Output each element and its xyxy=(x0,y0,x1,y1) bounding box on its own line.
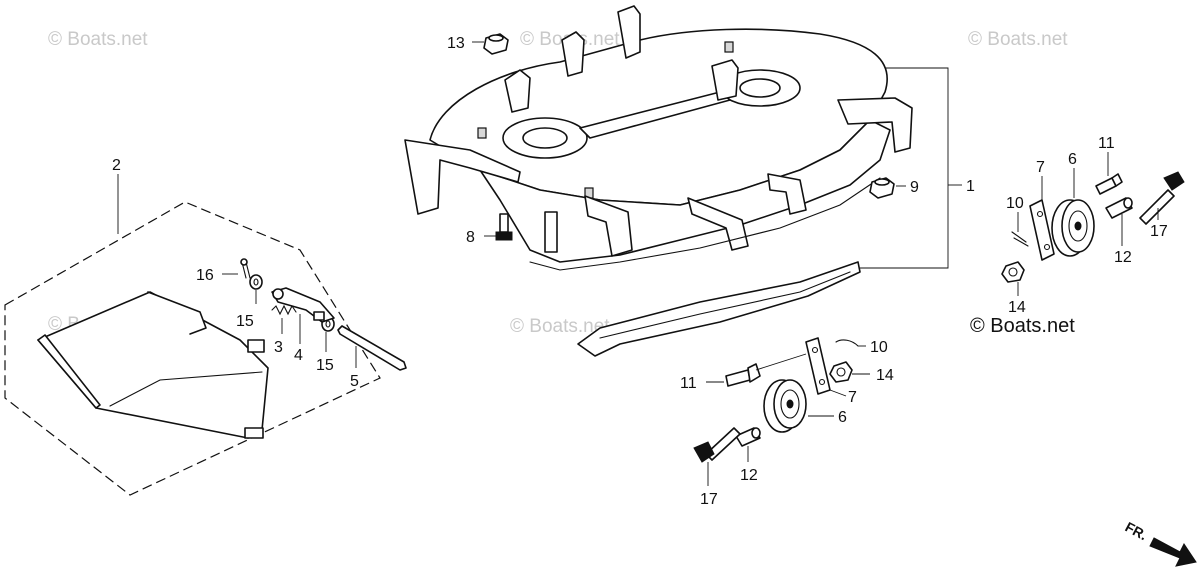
shoulder-bolt-11a xyxy=(1095,173,1123,195)
deck-right-rear-bracket xyxy=(837,97,913,153)
deck-wheel-bracket-left xyxy=(584,195,633,257)
copyright-label: © Boats.net xyxy=(970,315,1075,337)
deck-left-front-bracket xyxy=(404,139,521,215)
callout-7b: 7 xyxy=(848,389,857,406)
latch-4 xyxy=(271,287,335,323)
deck-bottom-baffle xyxy=(577,261,861,357)
callout-11a: 11 xyxy=(1098,135,1115,152)
pin-16 xyxy=(240,258,251,279)
callout-7a: 7 xyxy=(1036,159,1045,176)
callout-10a: 10 xyxy=(1006,195,1024,212)
callout-10b: 10 xyxy=(870,339,888,356)
pin-10b xyxy=(835,339,859,347)
callout-15a: 15 xyxy=(236,313,254,330)
watermark-mid-center: © Boats.net xyxy=(510,316,610,337)
washer-15a xyxy=(249,274,263,290)
callout-12b: 12 xyxy=(740,467,758,484)
callout-1: 1 xyxy=(966,178,975,195)
watermark-top-left: © Boats.net xyxy=(48,29,148,50)
callout-5: 5 xyxy=(350,373,359,390)
callout-6a: 6 xyxy=(1068,151,1077,168)
callout-14b: 14 xyxy=(876,367,894,384)
front-label: FR. xyxy=(1123,519,1150,544)
left-spindle-hub xyxy=(522,127,568,149)
callout-17b: 17 xyxy=(700,491,718,508)
front-direction-indicator: FR. xyxy=(1123,519,1197,567)
collar-12a xyxy=(1105,197,1133,219)
callout-9: 9 xyxy=(910,179,919,196)
callout-2: 2 xyxy=(112,157,121,174)
flange-nut-9 xyxy=(869,177,895,199)
discharge-chute xyxy=(37,291,269,439)
deck-hanger-bracket-1 xyxy=(504,69,531,113)
chute-assembly-boundary xyxy=(4,201,381,496)
gauge-wheel-6a xyxy=(1051,199,1095,257)
deck-hanger-bracket-3 xyxy=(617,5,641,59)
nut-14b xyxy=(829,361,853,383)
chute-hinge xyxy=(247,339,265,353)
rod-5 xyxy=(337,325,407,371)
flange-nut-13 xyxy=(483,33,509,55)
callout-6b: 6 xyxy=(838,409,847,426)
callout-15b: 15 xyxy=(316,357,334,374)
callout-3: 3 xyxy=(274,339,283,356)
callout-17a: 17 xyxy=(1150,223,1168,240)
bolt-17b xyxy=(693,427,741,463)
wheel-arm-7a xyxy=(1029,199,1055,261)
gauge-wheel-6b xyxy=(763,379,807,433)
callout-16: 16 xyxy=(196,267,214,284)
watermark-top-right: © Boats.net xyxy=(968,29,1068,50)
callout-8: 8 xyxy=(466,229,475,246)
deck-wheel-bracket-center xyxy=(687,197,749,251)
spring-3 xyxy=(271,304,297,316)
deck-wheel-bracket-right xyxy=(767,173,807,215)
deck-bottom-rail xyxy=(529,177,881,271)
right-spindle-hub xyxy=(739,78,781,98)
deck-stud-2 xyxy=(724,41,734,53)
deck-hanger-bracket-2 xyxy=(561,31,585,77)
deck-skirt xyxy=(479,119,891,263)
pin-10a xyxy=(1011,231,1029,247)
callout-4: 4 xyxy=(294,347,303,364)
deck-cross-channel xyxy=(579,91,731,139)
bolt-8 xyxy=(495,213,513,241)
wheel-arm-7b xyxy=(805,337,831,395)
front-arrow-icon xyxy=(1149,537,1197,567)
part-1-bracket xyxy=(860,67,949,269)
nut-14a xyxy=(1001,261,1025,283)
bolt-17a xyxy=(1139,171,1185,225)
deck-stud-1 xyxy=(477,127,487,139)
deck-hanger-bracket-4 xyxy=(711,59,739,101)
callout-11b: 11 xyxy=(680,375,697,392)
shoulder-bolt-11b xyxy=(725,363,761,387)
deck-side-pin xyxy=(544,211,558,253)
leader-11b-axis xyxy=(755,353,807,371)
callout-12a: 12 xyxy=(1114,249,1132,266)
callout-14a: 14 xyxy=(1008,299,1026,316)
callout-13: 13 xyxy=(447,35,465,52)
mower-deck xyxy=(404,5,913,271)
leader-7b xyxy=(829,389,847,397)
collar-12b xyxy=(735,427,761,447)
